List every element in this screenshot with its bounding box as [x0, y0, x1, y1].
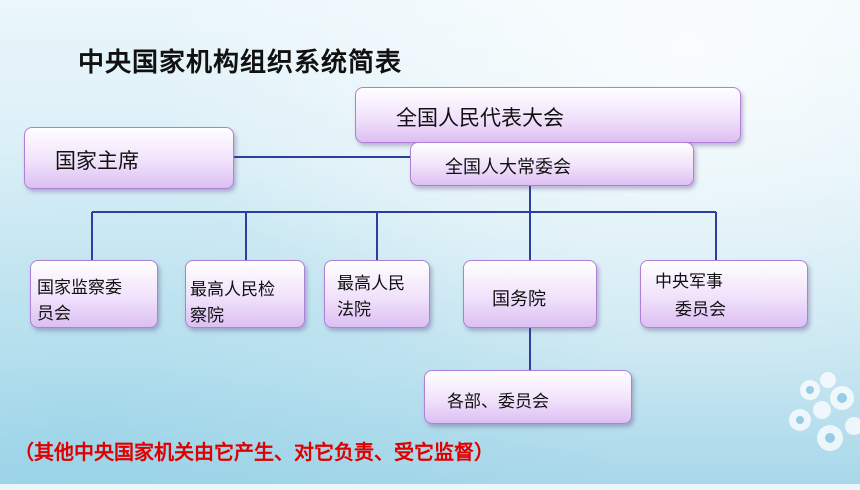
page-title: 中央国家机构组织系统简表: [78, 48, 403, 78]
node-court-line1: 最高人民: [337, 274, 405, 294]
node-npc: 全国人民代表大会: [355, 87, 741, 143]
node-npc-standing-label: 全国人大常委会: [445, 157, 571, 178]
node-court-line2: 法院: [337, 300, 371, 320]
node-procuratorate-line1: 最高人民检: [190, 280, 275, 300]
node-ministries-label: 各部、委员会: [447, 392, 549, 412]
node-ministries: 各部、委员会: [424, 370, 632, 424]
node-procuratorate-line2: 察院: [190, 306, 224, 326]
node-state-council: 国务院: [463, 260, 597, 328]
node-state-council-label: 国务院: [492, 289, 546, 310]
node-npc-label: 全国人民代表大会: [396, 106, 564, 130]
node-supervisory: 国家监察委 员会: [30, 260, 158, 328]
node-president-label: 国家主席: [55, 149, 139, 173]
node-court: 最高人民 法院: [324, 260, 430, 328]
node-military-line2: 委员会: [675, 300, 726, 320]
node-supervisory-line2: 员会: [37, 304, 71, 324]
node-president: 国家主席: [24, 127, 234, 189]
flower-ornament-icon: [789, 372, 860, 451]
node-military-line1: 中央军事: [655, 272, 723, 292]
footnote: （其他中央国家机关由它产生、对它负责、受它监督）: [14, 440, 494, 464]
node-procuratorate: 最高人民检 察院: [185, 260, 305, 328]
node-military: 中央军事 委员会: [640, 260, 808, 328]
node-supervisory-line1: 国家监察委: [37, 278, 122, 298]
node-npc-standing: 全国人大常委会: [410, 142, 694, 186]
